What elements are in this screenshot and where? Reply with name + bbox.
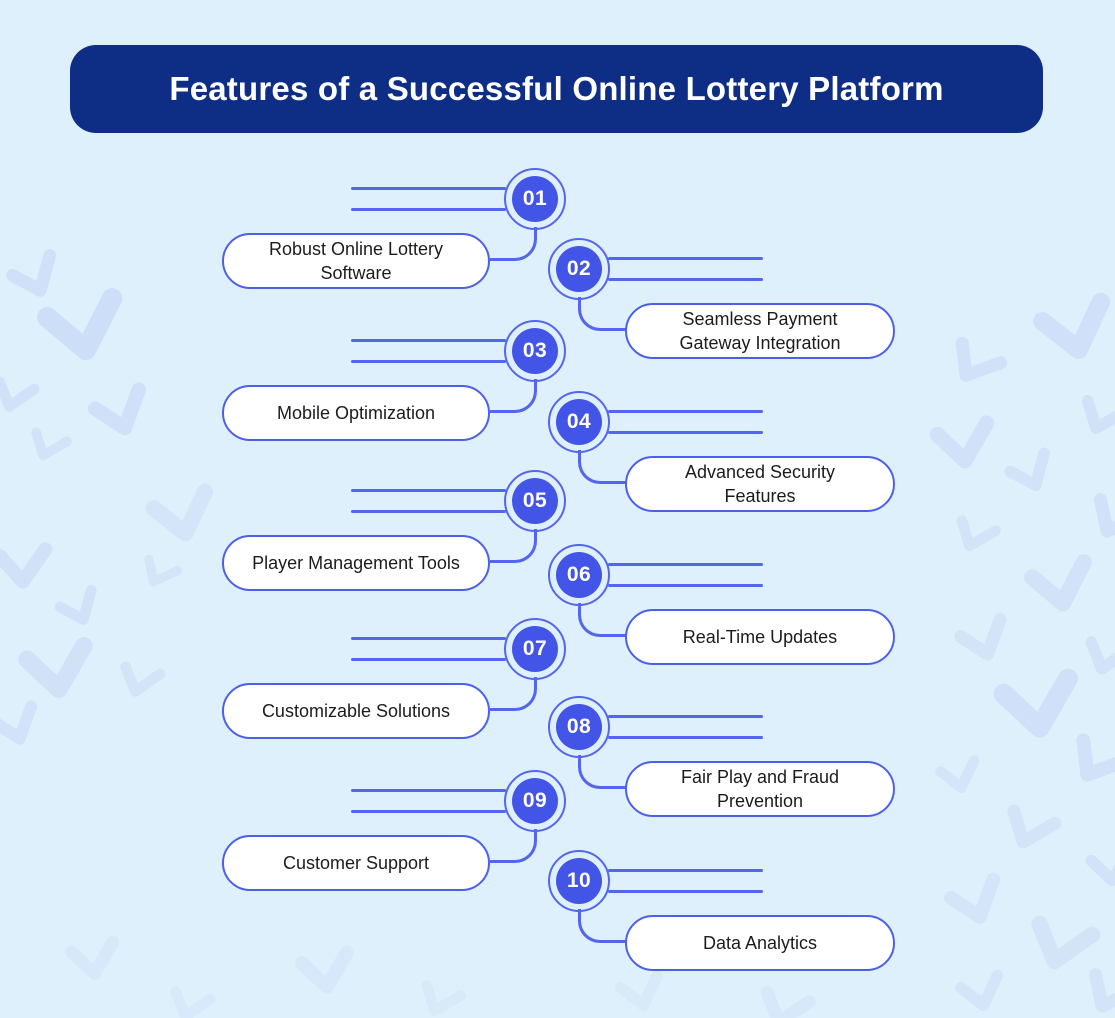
connector-elbow [578,603,626,637]
step-number: 07 [512,626,558,672]
connector-elbow [578,755,626,789]
feature-label-pill: Customizable Solutions [222,683,490,739]
step-circle: 06 [548,544,610,606]
step-circle: 07 [504,618,566,680]
connector-elbow [490,529,537,563]
step-circle: 10 [548,850,610,912]
connector-line [608,563,763,566]
feature-label: Player Management Tools [252,553,460,573]
connector-line [608,715,763,718]
step-circle: 05 [504,470,566,532]
connector-elbow [490,677,537,711]
connector-line [608,278,763,281]
connector-line [608,890,763,893]
connector-elbow [490,227,537,261]
step-number: 08 [556,704,602,750]
feature-label-pill: Customer Support [222,835,490,891]
step-number: 05 [512,478,558,524]
step-circle: 01 [504,168,566,230]
feature-label: Real-Time Updates [682,627,838,647]
feature-label-pill: Real-Time Updates [625,609,895,665]
step-number: 04 [556,399,602,445]
step-circle: 09 [504,770,566,832]
page-title-banner: Features of a Successful Online Lottery … [70,45,1043,133]
feature-label-pill: Seamless Payment Gateway Integration [625,303,895,359]
connector-line [608,584,763,587]
page-title: Features of a Successful Online Lottery … [169,70,944,107]
step-number: 02 [556,246,602,292]
feature-label: Seamless Payment Gateway Integration [679,309,841,353]
connector-line [351,510,506,513]
step-circle: 03 [504,320,566,382]
step-circle: 04 [548,391,610,453]
connector-line [351,360,506,363]
connector-line [608,869,763,872]
feature-label-pill: Mobile Optimization [222,385,490,441]
step-number: 03 [512,328,558,374]
connector-line [351,789,506,792]
step-circle: 08 [548,696,610,758]
feature-label: Customer Support [282,853,430,873]
connector-line [351,637,506,640]
step-number: 06 [556,552,602,598]
feature-label-pill: Data Analytics [625,915,895,971]
feature-label: Mobile Optimization [276,403,436,423]
connector-line [351,187,506,190]
step-number: 09 [512,778,558,824]
connector-line [608,257,763,260]
step-number: 01 [512,176,558,222]
feature-label: Customizable Solutions [261,701,451,721]
connector-elbow [578,297,626,331]
step-circle: 02 [548,238,610,300]
connector-line [608,431,763,434]
feature-label: Fair Play and Fraud Prevention [680,767,840,811]
feature-label-pill: Fair Play and Fraud Prevention [625,761,895,817]
connector-elbow [490,379,537,413]
connector-elbow [490,829,537,863]
connector-line [351,208,506,211]
connector-elbow [578,909,626,943]
connector-line [608,410,763,413]
connector-line [351,489,506,492]
feature-label-pill: Advanced Security Features [625,456,895,512]
connector-line [351,339,506,342]
connector-line [351,810,506,813]
connector-elbow [578,450,626,484]
step-number: 10 [556,858,602,904]
feature-label: Robust Online Lottery Software [268,239,444,283]
feature-label: Advanced Security Features [684,462,836,506]
feature-label-pill: Robust Online Lottery Software [222,233,490,289]
feature-label: Data Analytics [702,933,818,953]
connector-line [351,658,506,661]
connector-line [608,736,763,739]
feature-label-pill: Player Management Tools [222,535,490,591]
